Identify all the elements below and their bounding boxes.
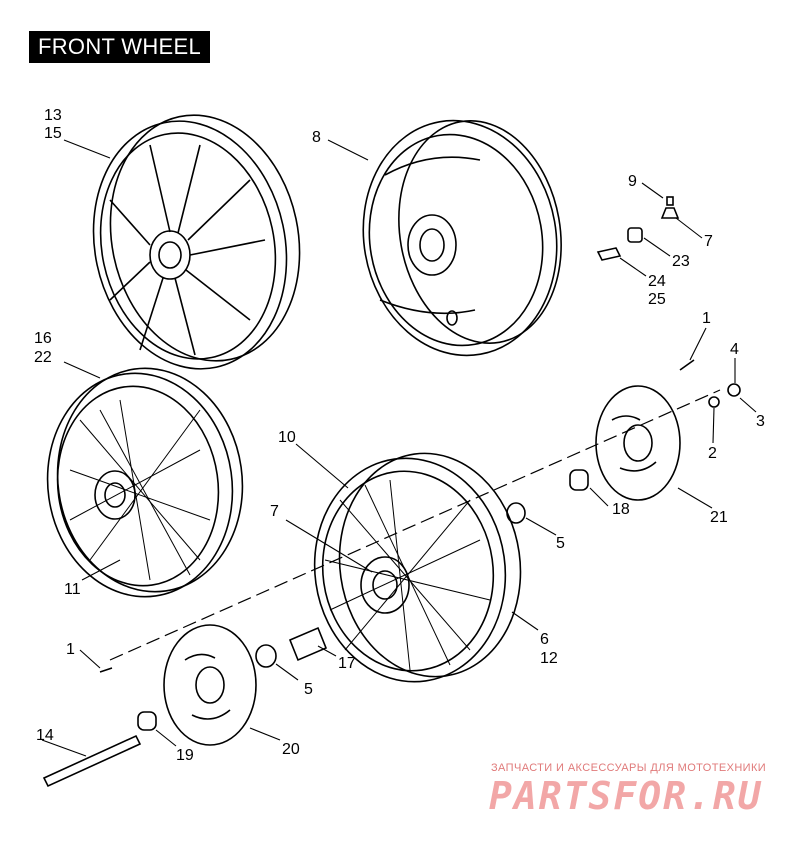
callout-19: 19 bbox=[176, 747, 194, 764]
valve-stem-parts bbox=[596, 196, 680, 261]
callout-21: 21 bbox=[710, 509, 728, 526]
callout-24: 24 bbox=[648, 273, 666, 290]
callout-20: 20 bbox=[282, 741, 300, 758]
laced-spoke-wheel bbox=[46, 367, 244, 598]
callout-3: 3 bbox=[756, 413, 765, 430]
callout-1-right: 1 bbox=[702, 310, 711, 327]
callout-6: 6 bbox=[540, 631, 549, 648]
callout-labels: 13 15 8 9 7 23 24 25 16 22 1 4 3 2 10 7 … bbox=[34, 107, 765, 764]
callout-16: 16 bbox=[34, 330, 52, 347]
washer-2 bbox=[708, 396, 720, 408]
bearing-left bbox=[255, 644, 277, 668]
callout-4: 4 bbox=[730, 341, 739, 358]
brake-rotor-left bbox=[163, 624, 257, 746]
page-title: FRONT WHEEL bbox=[29, 31, 210, 63]
axle-centerline bbox=[109, 389, 721, 661]
callout-7-top: 7 bbox=[704, 233, 713, 250]
callout-1-left: 1 bbox=[66, 641, 75, 658]
spacer-17 bbox=[288, 626, 328, 662]
nut-4 bbox=[727, 383, 741, 397]
callout-22: 22 bbox=[34, 349, 52, 366]
callout-15: 15 bbox=[44, 125, 62, 142]
callout-2: 2 bbox=[708, 445, 717, 462]
bearing-right bbox=[506, 502, 526, 524]
watermark-tagline: ЗАПЧАСТИ И АКСЕССУАРЫ ДЛЯ МОТОТЕХНИКИ bbox=[491, 762, 767, 774]
callout-13: 13 bbox=[44, 107, 62, 124]
watermark-brand: PARTSFOR.RU bbox=[489, 774, 763, 818]
callout-17: 17 bbox=[338, 655, 356, 672]
brake-rotor-right bbox=[595, 385, 681, 501]
callout-7-center: 7 bbox=[270, 503, 279, 520]
callout-9: 9 bbox=[628, 173, 637, 190]
callout-11: 11 bbox=[64, 581, 81, 598]
cast-spoke-wheel bbox=[92, 114, 301, 370]
callout-5-left: 5 bbox=[304, 681, 313, 698]
callout-23: 23 bbox=[672, 253, 690, 270]
callout-14: 14 bbox=[36, 727, 54, 744]
center-spoke-wheel bbox=[313, 452, 522, 683]
callout-18: 18 bbox=[612, 501, 630, 518]
solid-disc-wheel bbox=[362, 119, 562, 357]
callout-8: 8 bbox=[312, 129, 321, 146]
bolt-1a bbox=[679, 359, 695, 371]
callout-12: 12 bbox=[540, 650, 558, 667]
spacer-19 bbox=[137, 711, 157, 731]
bolt-1b bbox=[99, 667, 113, 673]
spacer-18 bbox=[569, 469, 589, 491]
callout-25: 25 bbox=[648, 291, 666, 308]
leader-lines bbox=[41, 139, 757, 757]
callout-5-right: 5 bbox=[556, 535, 565, 552]
callout-10: 10 bbox=[278, 429, 296, 446]
axle-14 bbox=[42, 734, 142, 788]
